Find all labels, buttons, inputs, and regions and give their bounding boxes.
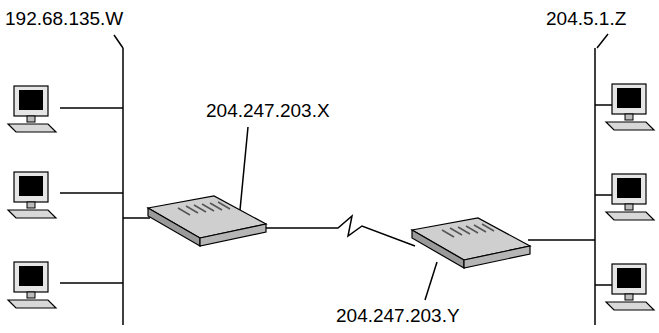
computers (8, 84, 654, 310)
address-label: 204.247.203.X (206, 101, 330, 122)
address-label: 204.5.1.Z (546, 9, 626, 30)
lan-wiring (60, 34, 612, 325)
routers (148, 196, 530, 268)
address-label: 204.247.203.Y (336, 306, 460, 327)
address-label: 192.68.135.W (5, 9, 123, 30)
